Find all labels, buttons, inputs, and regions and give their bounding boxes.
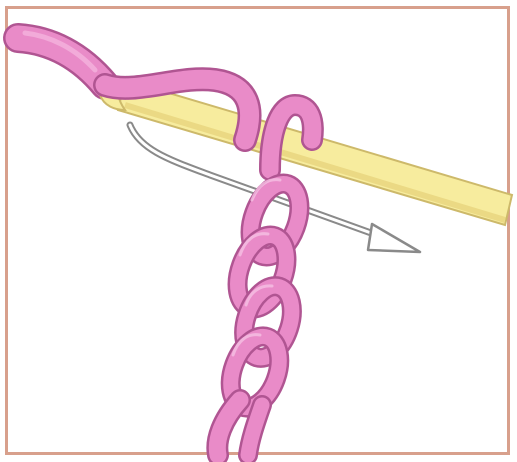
chain-stitches	[217, 177, 308, 455]
yarn-strand-icon	[18, 33, 105, 85]
